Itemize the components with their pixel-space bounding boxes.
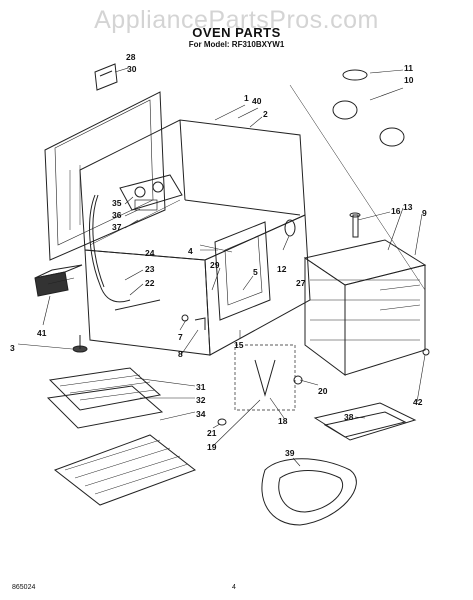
model-number: For Model: RF310BXYW1 <box>188 40 285 49</box>
callout-labels: 28 30 1 40 2 11 10 35 36 37 24 23 22 4 2… <box>10 52 427 458</box>
hardware-screws <box>181 314 430 426</box>
document-number: 865024 <box>12 584 36 591</box>
callout-1: 1 <box>244 93 249 103</box>
page-number: 4 <box>232 584 236 591</box>
broil-element <box>261 458 357 526</box>
probe-sensor <box>349 212 361 238</box>
bake-element <box>313 402 417 441</box>
callout-19: 19 <box>207 442 217 452</box>
diagram-title: OVEN PARTS <box>192 25 281 40</box>
callout-13: 13 <box>403 202 413 212</box>
callout-42: 42 <box>413 397 423 407</box>
callout-35: 35 <box>112 198 122 208</box>
callout-36: 36 <box>112 210 122 220</box>
callout-23: 23 <box>145 264 155 274</box>
callout-32: 32 <box>196 395 206 405</box>
callout-16: 16 <box>391 206 401 216</box>
callout-11: 11 <box>404 63 413 73</box>
door-hinge <box>234 344 303 411</box>
broiler-pan <box>46 367 164 429</box>
callout-38: 38 <box>344 412 354 422</box>
callout-18: 18 <box>278 416 288 426</box>
callout-21: 21 <box>207 428 217 438</box>
leveling-leg <box>72 335 88 353</box>
callout-29: 29 <box>210 260 220 270</box>
oven-light-assembly <box>289 69 426 291</box>
callout-28: 28 <box>126 52 136 62</box>
callout-3: 3 <box>10 343 15 353</box>
bracket-part <box>94 63 118 91</box>
callout-10: 10 <box>404 75 414 85</box>
door-frame <box>214 221 271 321</box>
callout-5: 5 <box>253 267 258 277</box>
callout-41: 41 <box>37 328 47 338</box>
callout-2: 2 <box>263 109 268 119</box>
back-panel <box>44 91 166 261</box>
callout-15: 15 <box>234 340 244 350</box>
callout-20: 20 <box>318 386 328 396</box>
leader-lines <box>17 67 426 467</box>
oven-rack-assembly <box>303 239 427 376</box>
callout-4: 4 <box>188 246 193 256</box>
thermostat <box>284 219 296 237</box>
terminal-block <box>34 264 83 297</box>
watermark: AppliancePartsPros.com <box>94 6 379 34</box>
callout-30: 30 <box>127 64 137 74</box>
callout-8: 8 <box>178 349 183 359</box>
callout-9: 9 <box>422 208 427 218</box>
callout-12: 12 <box>277 264 287 274</box>
callout-22: 22 <box>145 278 155 288</box>
callout-39: 39 <box>285 448 295 458</box>
surface-control-assembly <box>119 174 183 211</box>
wire-harness <box>89 194 161 311</box>
callout-27: 27 <box>296 278 306 288</box>
callout-7: 7 <box>178 332 183 342</box>
oven-rack <box>53 434 197 506</box>
callout-40: 40 <box>252 96 262 106</box>
callout-34: 34 <box>196 409 206 419</box>
callout-31: 31 <box>196 382 206 392</box>
callout-24: 24 <box>145 248 155 258</box>
callout-37: 37 <box>112 222 122 232</box>
